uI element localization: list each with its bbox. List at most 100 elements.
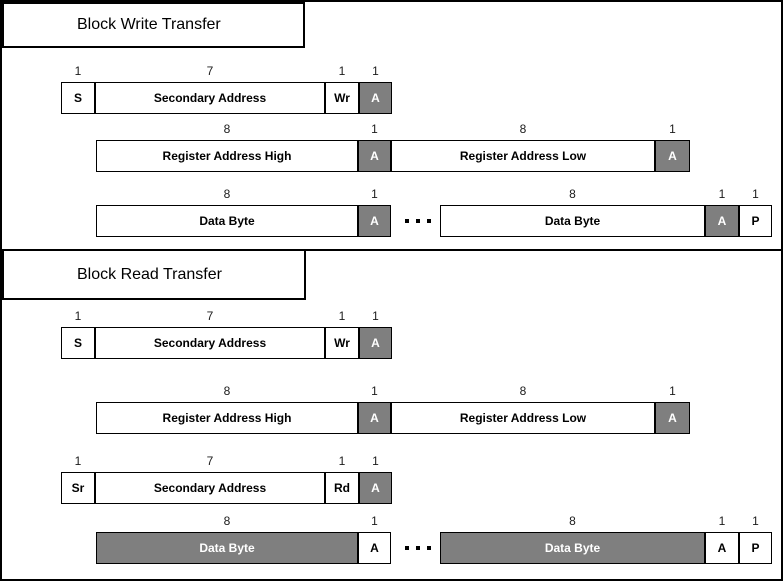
cell-label: Sr (71, 481, 85, 495)
bit-count-label: 1 (338, 309, 346, 323)
bit-count-label: 8 (569, 187, 576, 201)
cell-label: A (717, 541, 727, 555)
dot-icon (416, 219, 420, 223)
cell-label: S (73, 91, 82, 105)
bit-count-label: 1 (669, 122, 676, 136)
bit-count-label: 1 (752, 514, 759, 528)
bit-count-label: 7 (206, 309, 214, 323)
cell-sr: Sr (61, 472, 95, 504)
cell-a: A (705, 532, 739, 564)
bit-count-label: 1 (74, 454, 82, 468)
cell-label: Register Address High (162, 411, 292, 425)
cell-label: A (370, 149, 379, 163)
section-divider-line (2, 249, 781, 251)
cell-register-address-high: Register Address High (96, 402, 358, 434)
cell-label: Secondary Address (153, 481, 267, 495)
cell-a: A (705, 205, 739, 237)
bit-count-label: 1 (371, 514, 378, 528)
bit-count-label: 1 (669, 384, 676, 398)
cell-label: A (717, 214, 727, 228)
cell-a: A (655, 402, 690, 434)
cell-label: A (371, 91, 380, 105)
bit-count-label: 7 (206, 64, 214, 78)
cell-a: A (358, 402, 391, 434)
bit-count-label: 1 (338, 454, 346, 468)
cell-label: A (370, 411, 379, 425)
ellipsis-dots (400, 205, 436, 237)
bit-count-label: 1 (371, 187, 378, 201)
cell-label: A (668, 149, 677, 163)
cell-label: Secondary Address (153, 336, 267, 350)
cell-label: A (370, 214, 379, 228)
bit-count-label: 1 (338, 64, 346, 78)
cell-label: Data Byte (544, 214, 601, 228)
section-title-block-write: Block Write Transfer (2, 2, 305, 48)
ellipsis-dots (400, 532, 436, 564)
bit-count-label: 1 (372, 454, 379, 468)
cell-rd: Rd (325, 472, 359, 504)
cell-data-byte: Data Byte (440, 532, 705, 564)
cell-a: A (359, 327, 392, 359)
cell-label: Rd (334, 481, 350, 495)
bit-count-label: 8 (519, 384, 527, 398)
cell-p: P (739, 532, 772, 564)
bit-count-label: 8 (223, 384, 231, 398)
cell-register-address-high: Register Address High (96, 140, 358, 172)
cell-a: A (359, 472, 392, 504)
bit-count-label: 1 (718, 187, 726, 201)
cell-label: Register Address Low (459, 149, 587, 163)
cell-wr: Wr (325, 82, 359, 114)
cell-label: Register Address High (162, 149, 292, 163)
cell-label: Wr (334, 336, 350, 350)
dot-icon (427, 546, 431, 550)
bit-count-label: 1 (371, 384, 378, 398)
bit-count-label: 8 (569, 514, 576, 528)
bit-count-label: 1 (371, 122, 378, 136)
dot-icon (405, 219, 409, 223)
cell-a: A (358, 205, 391, 237)
bit-count-label: 8 (223, 514, 231, 528)
cell-s: S (61, 327, 95, 359)
cell-label: A (370, 541, 379, 555)
cell-data-byte: Data Byte (96, 205, 358, 237)
cell-data-byte: Data Byte (440, 205, 705, 237)
bit-count-label: 1 (752, 187, 759, 201)
cell-data-byte: Data Byte (96, 532, 358, 564)
dot-icon (427, 219, 431, 223)
bit-count-label: 1 (372, 64, 379, 78)
cell-secondary-address: Secondary Address (95, 82, 325, 114)
cell-wr: Wr (325, 327, 359, 359)
cell-a: A (655, 140, 690, 172)
cell-a: A (358, 532, 391, 564)
cell-label: Data Byte (199, 541, 255, 555)
bit-count-label: 1 (718, 514, 726, 528)
cell-p: P (739, 205, 772, 237)
cell-register-address-low: Register Address Low (391, 140, 655, 172)
bit-count-label: 8 (223, 122, 231, 136)
cell-register-address-low: Register Address Low (391, 402, 655, 434)
cell-label: P (751, 214, 760, 228)
cell-label: Register Address Low (459, 411, 587, 425)
bit-count-label: 8 (519, 122, 527, 136)
bit-count-label: 8 (223, 187, 231, 201)
section-title-block-read: Block Read Transfer (2, 249, 306, 300)
cell-secondary-address: Secondary Address (95, 472, 325, 504)
bit-count-label: 1 (74, 309, 82, 323)
section-title-label: Block Write Transfer (77, 16, 221, 33)
cell-a: A (359, 82, 392, 114)
cell-a: A (358, 140, 391, 172)
dot-icon (416, 546, 420, 550)
cell-label: A (371, 336, 380, 350)
dot-icon (405, 546, 409, 550)
cell-label: Wr (334, 91, 350, 105)
bit-count-label: 1 (372, 309, 379, 323)
bit-count-label: 1 (74, 64, 82, 78)
cell-label: A (371, 481, 380, 495)
section-title-label: Block Read Transfer (77, 265, 222, 283)
cell-label: A (668, 411, 677, 425)
cell-label: P (751, 541, 760, 555)
cell-label: S (73, 336, 82, 350)
bit-count-label: 7 (206, 454, 214, 468)
cell-s: S (61, 82, 95, 114)
